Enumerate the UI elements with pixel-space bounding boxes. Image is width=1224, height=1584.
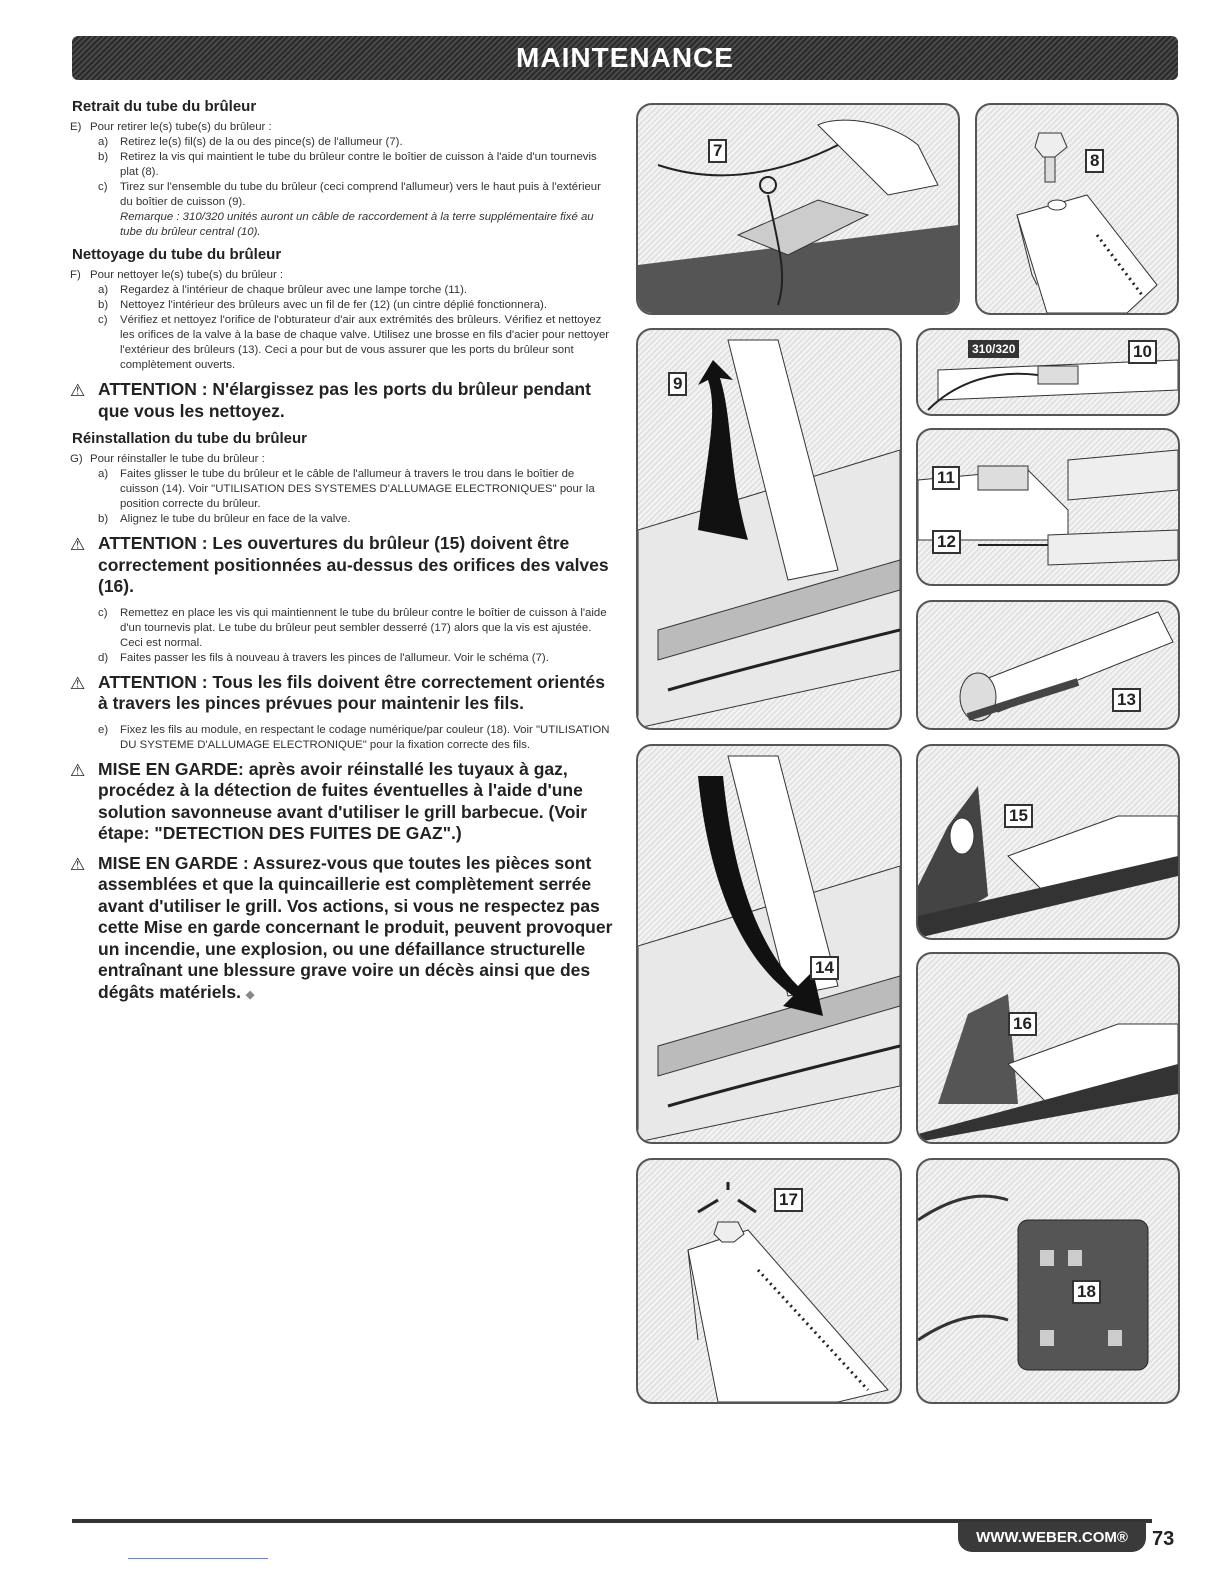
end-mark-icon: ◆	[245, 988, 255, 1001]
warning-icon: ⚠	[70, 854, 86, 874]
step-text: Pour nettoyer le(s) tube(s) du brûleur :	[90, 269, 284, 281]
figure-label-10: 10	[1128, 340, 1157, 364]
igniter-wire-illustration	[638, 119, 958, 313]
figure-label-11: 11	[932, 466, 960, 490]
website-link[interactable]: WWW.WEBER.COM®	[976, 1528, 1128, 1546]
figure-label-7: 7	[708, 139, 728, 163]
section-reinstall: Réinstallation du tube du brûleur G) Pour…	[70, 430, 615, 527]
figure-14: 14	[636, 744, 902, 1144]
sub-step: c)Remettez en place les vis qui maintien…	[98, 606, 607, 649]
note: Remarque : 310/320 unités auront un câbl…	[120, 211, 594, 238]
sub-step: b)Alignez le tube du brûleur en face de …	[98, 513, 351, 525]
figure-label-9: 9	[668, 372, 688, 396]
step-letter: F)	[70, 269, 81, 281]
warning-assembly: ⚠ MISE EN GARDE : Assurez-vous que toute…	[70, 853, 615, 1007]
page-title: MAINTENANCE	[516, 42, 734, 73]
figure-13: 13	[916, 600, 1180, 730]
warning-openings: ⚠ ATTENTION : Les ouvertures du brûleur …	[70, 533, 609, 596]
sub-step: d)Faites passer les fils à nouveau à tra…	[98, 651, 549, 664]
figure-label-14: 14	[810, 956, 839, 980]
footer-rule	[72, 1519, 1152, 1523]
burner-opening-illustration	[918, 786, 1178, 938]
figure-label-15: 15	[1004, 804, 1033, 828]
brush-cleaning-illustration	[959, 611, 1174, 722]
warning-leak-test: ⚠ MISE EN GARDE: après avoir réinstallé …	[70, 758, 588, 844]
sub-step: a)Faites glisser le tube du brûleur et l…	[98, 468, 595, 510]
step-text: Pour retirer le(s) tube(s) du brûleur :	[90, 121, 272, 133]
sub-step: c)Tirez sur l'ensemble du tube du brûleu…	[98, 181, 601, 208]
figure-8: 8	[975, 103, 1179, 315]
figure-label-16: 16	[1008, 1012, 1037, 1036]
section-removal: Retrait du tube du brûleur E) Pour retire…	[70, 98, 615, 240]
figure-10: 310/320 10	[916, 328, 1180, 416]
link-underline	[128, 1558, 268, 1559]
figure-9: 9	[636, 328, 902, 730]
section-title-removal: Retrait du tube du brûleur	[72, 98, 257, 115]
sub-step: c)Vérifiez et nettoyez l'orifice de l'ob…	[98, 314, 610, 371]
sub-step: b)Retirez la vis qui maintient le tube d…	[98, 151, 597, 178]
sub-step: e)Fixez les fils au module, en respectan…	[98, 723, 610, 751]
warning-wires: ⚠ ATTENTION : Tous les fils doivent être…	[70, 671, 605, 714]
section-title-reinstall: Réinstallation du tube du brûleur	[72, 430, 308, 447]
figure-label-8: 8	[1085, 149, 1105, 173]
ground-cable-illustration	[927, 359, 1178, 411]
section-cleaning: Nettoyage du tube du brûleur F) Pour nett…	[70, 246, 615, 373]
warning-icon: ⚠	[70, 535, 86, 554]
figure-18: 18	[916, 1158, 1180, 1404]
figure-16: 16	[916, 952, 1180, 1144]
warning-ports: ⚠ ATTENTION : N'élargissez pas les ports…	[70, 379, 591, 421]
sub-step: a)Retirez le(s) fil(s) de la ou des pinc…	[98, 136, 403, 148]
sub-step: b)Nettoyez l'intérieur des brûleurs avec…	[98, 299, 548, 311]
figure-7: 7	[636, 103, 960, 315]
figure-11-12: 11 12	[916, 428, 1180, 586]
burner-reinstall-illustration	[638, 755, 900, 1142]
figure-label-17: 17	[774, 1188, 803, 1212]
figure-label-13: 13	[1112, 688, 1141, 712]
section-title-cleaning: Nettoyage du tube du brûleur	[72, 246, 282, 263]
model-tag: 310/320	[968, 340, 1020, 358]
figure-label-18: 18	[1072, 1280, 1101, 1304]
figure-15: 15	[916, 744, 1180, 940]
footer-url-tab[interactable]: WWW.WEBER.COM®	[958, 1522, 1146, 1552]
screw-illustration	[1016, 132, 1158, 313]
warning-icon: ⚠	[70, 381, 86, 400]
flashlight-wire-illustration	[918, 449, 1178, 566]
figure-17: 17	[636, 1158, 902, 1404]
page-number: 73	[1152, 1528, 1175, 1550]
warning-icon: ⚠	[70, 760, 86, 780]
step-text: Pour réinstaller le tube du brûleur :	[90, 453, 265, 465]
warning-icon: ⚠	[70, 673, 86, 693]
figure-label-12: 12	[932, 530, 961, 554]
valve-orifice-illustration	[918, 994, 1178, 1142]
loose-burner-illustration	[687, 1182, 889, 1402]
ignition-module-illustration	[918, 1194, 1149, 1371]
burner-removal-illustration	[638, 339, 900, 728]
header-banner: MAINTENANCE	[72, 36, 1178, 80]
sub-step: a)Regardez à l'intérieur de chaque brûle…	[98, 284, 468, 296]
instructions-column: Retrait du tube du brûleur E) Pour retire…	[70, 98, 615, 1014]
step-letter: E)	[70, 121, 82, 133]
step-letter: G)	[70, 453, 83, 465]
